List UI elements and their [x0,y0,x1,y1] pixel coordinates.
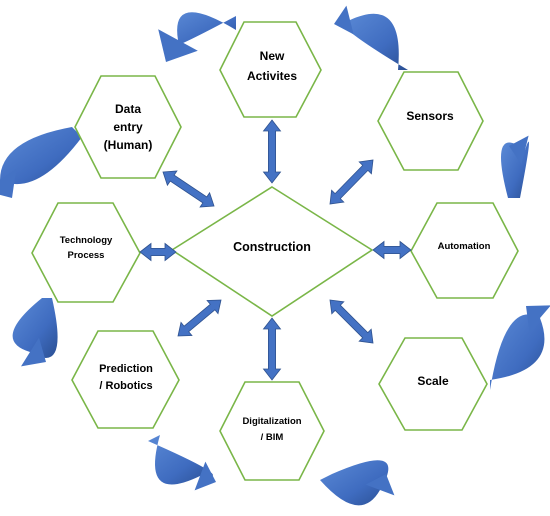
node-new-activites: New Activites [219,21,322,118]
curve-automation-to-sensors [500,135,529,198]
curve-data-entry-to-technology-process [0,127,82,198]
node-data-entry-line-3: (Human) [104,138,153,152]
node-prediction-robotics-line-2: / Robotics [99,380,152,392]
node-digitalization-bim: Digitalization / BIM [219,381,325,481]
arrow-center-new-activites [262,119,282,184]
curve-prediction-robotics-to-digitalization-bim [148,435,216,491]
arrow-center-digitalization-bim [262,317,282,381]
arrow-center-prediction-robotics [177,299,222,337]
double-arrows [139,119,412,381]
curve-digitalization-bim-to-scale [320,460,395,506]
node-scale-label: Scale [417,374,449,388]
arrow-center-technology-process [139,242,177,262]
node-data-entry-line-2: entry [113,120,143,134]
node-sensors-label: Sensors [406,109,454,123]
node-new-activites-line-2: Activites [247,69,297,83]
node-scale: Scale [378,337,488,431]
node-automation-label: Automation [438,241,491,252]
node-data-entry: Data entry (Human) [74,75,182,179]
curve-sensors-to-new-activites [334,5,408,70]
curve-new-activites-to-data-entry [158,12,236,62]
node-new-activites-line-1: New [260,49,285,63]
node-digitalization-bim-line-1: Digitalization [242,416,301,427]
node-technology-process-line-1: Technology [60,235,113,246]
cycle-arrows [0,5,550,506]
node-prediction-robotics-line-1: Prediction [99,363,153,375]
arrow-center-data-entry [162,170,215,208]
construction-diamond [170,186,374,317]
arrow-center-sensors [329,159,374,205]
node-digitalization-bim-line-2: / BIM [261,432,284,443]
arrow-center-scale [329,299,374,344]
node-technology-process: Technology Process [31,202,141,303]
node-prediction-robotics: Prediction / Robotics [71,330,180,429]
curve-technology-process-to-prediction-robotics [12,298,58,367]
node-data-entry-line-1: Data [115,102,141,116]
construction-label: Construction [233,240,311,254]
node-automation: Automation [410,202,519,299]
arrow-center-automation [372,240,412,260]
curve-scale-to-automation [490,305,550,390]
node-technology-process-line-2: Process [68,250,105,261]
node-sensors: Sensors [377,71,484,171]
